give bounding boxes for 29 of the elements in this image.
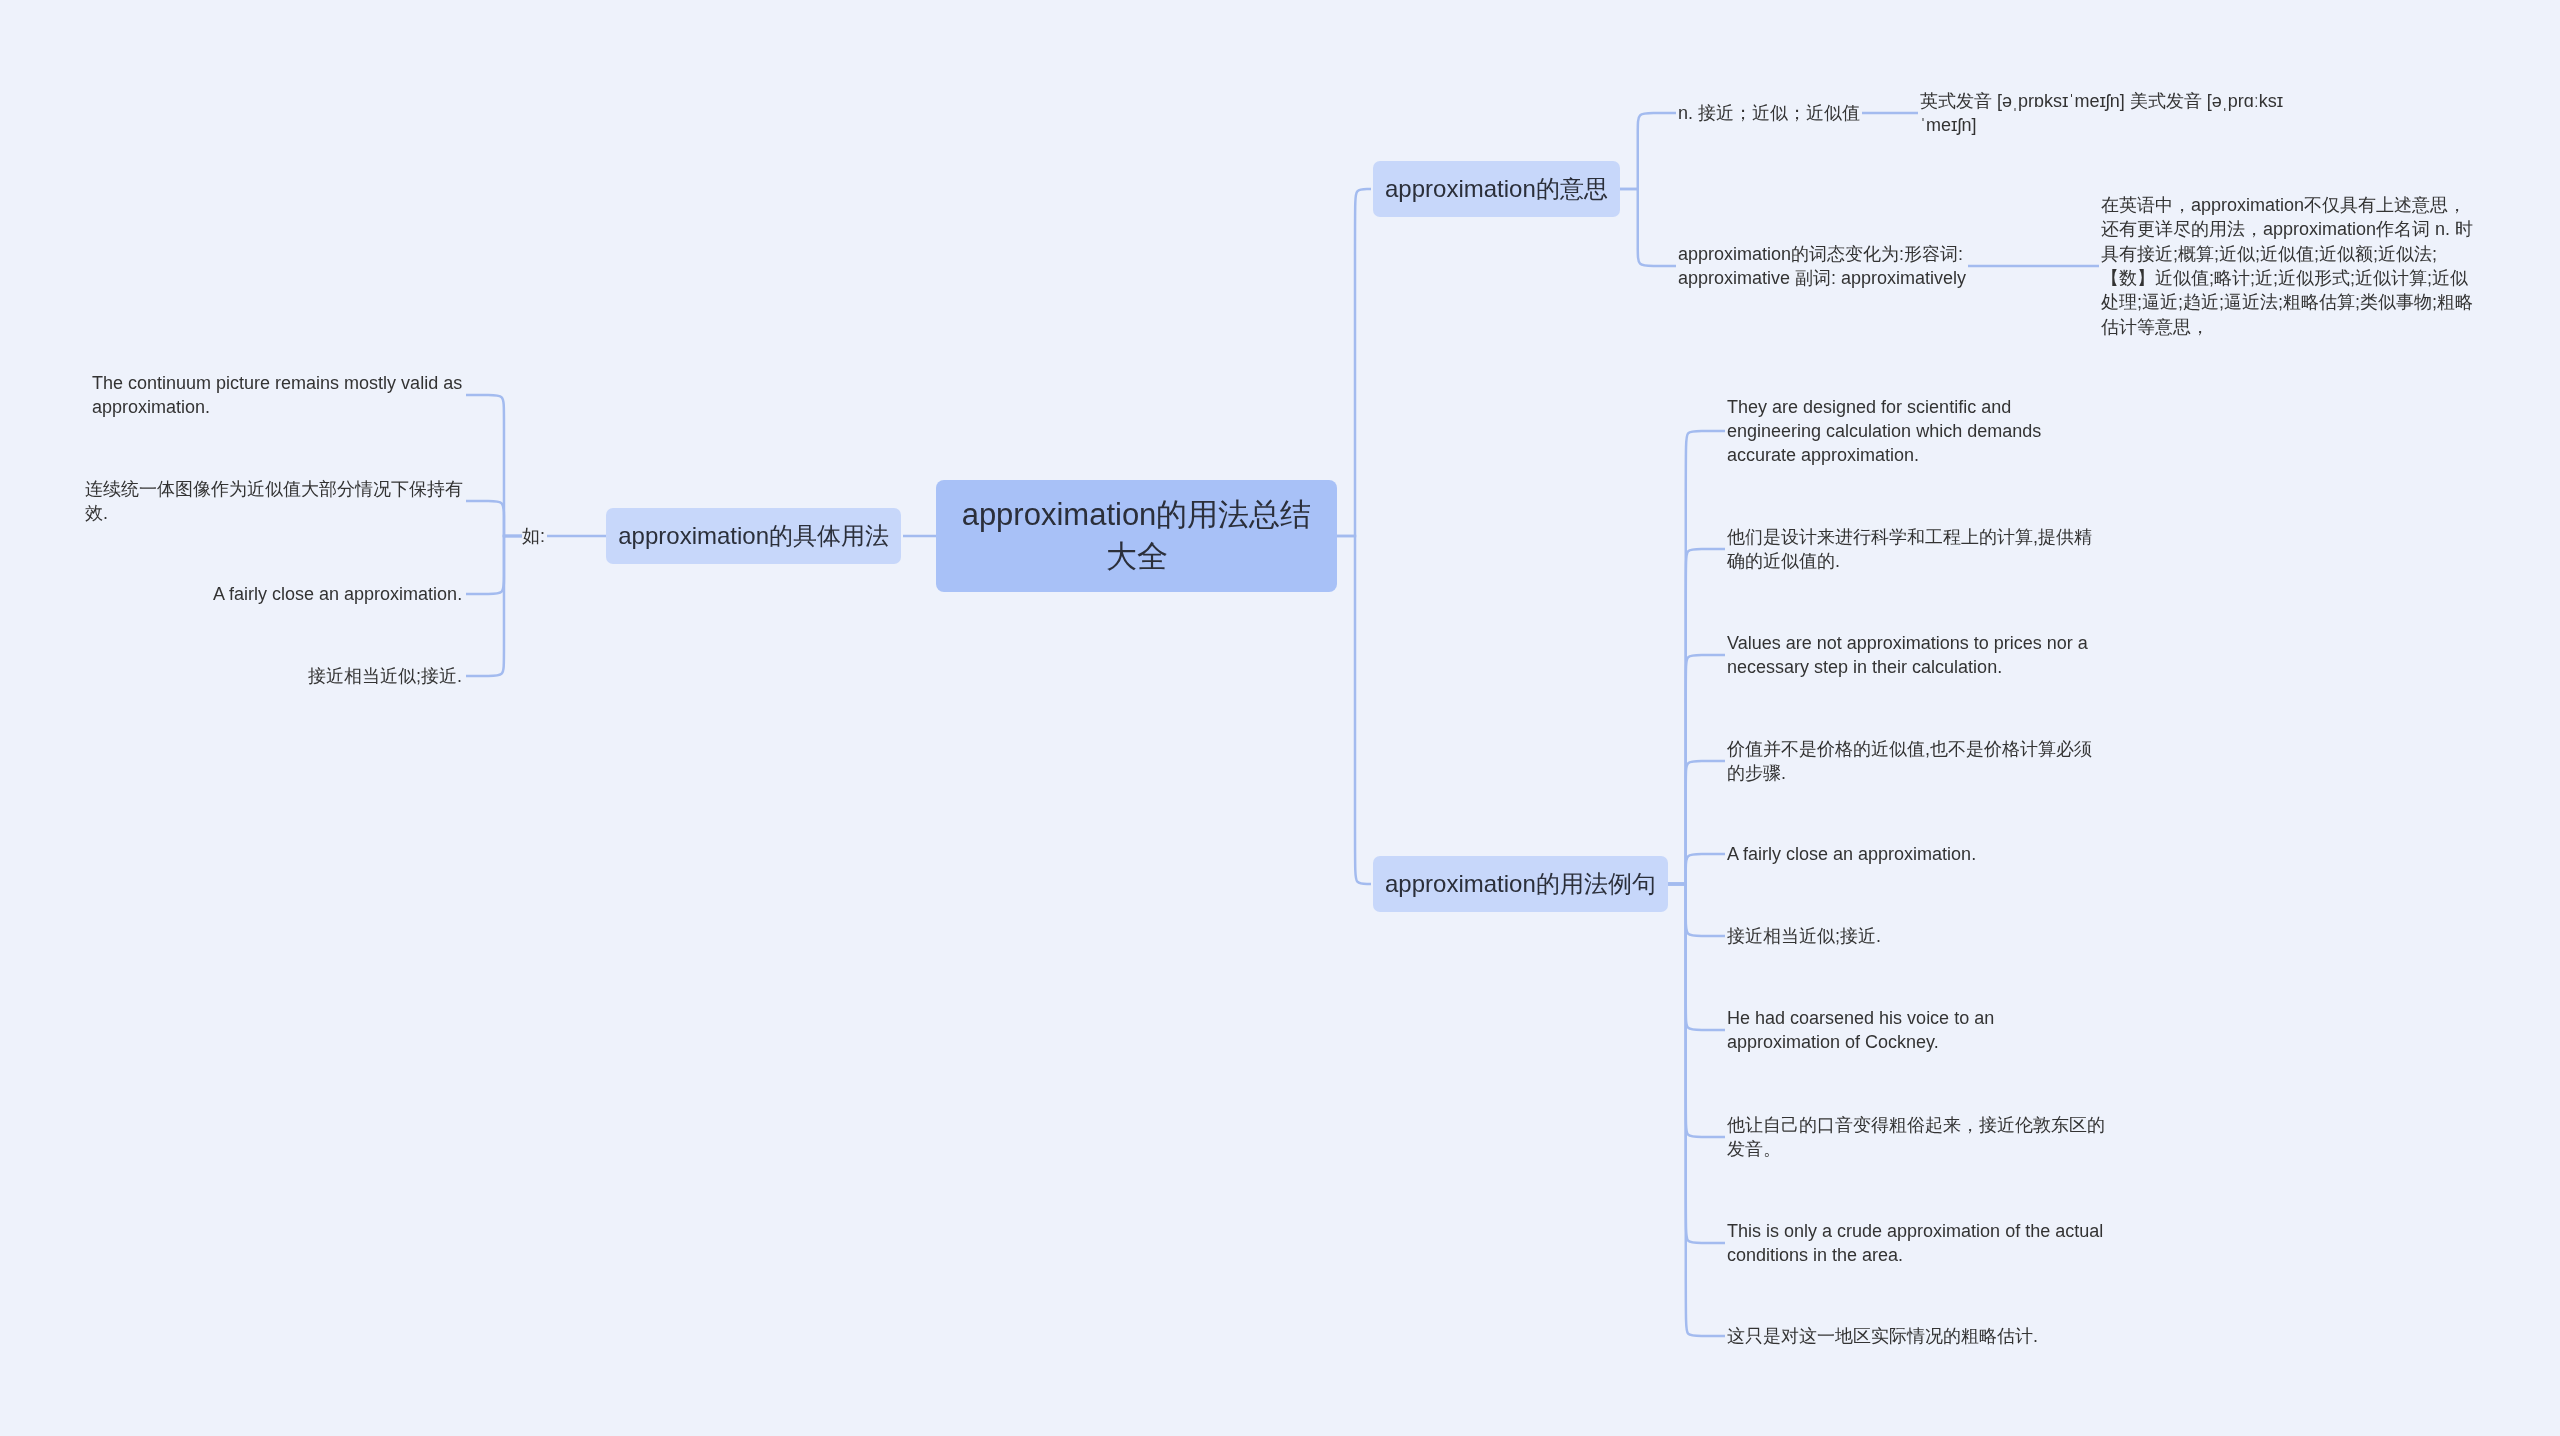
leaf-text: 在英语中，approximation不仅具有上述意思，还有更详尽的用法，approximation作名词 n. 时具有接近;概算;近似;近似值;近似额;近似法;【数】近似值;略计;近;近似形式;近似计算;近似处理;逼近;趋近;逼近法;粗略估算;类似事物;粗略估计等意思， — [2101, 191, 2475, 341]
connector-line — [1968, 264, 2099, 268]
leaf-text: approximation的词态变化为:形容词: approximative 副词: approximatively — [1678, 239, 1968, 293]
leaf-text: Values are not approximations to prices nor a necessary step in their calculation. — [1727, 628, 2089, 682]
leaf-text: 这只是对这一地区实际情况的粗略估计. — [1727, 1321, 2040, 1351]
connector-line — [903, 534, 936, 538]
branch-topic: approximation的具体用法 — [606, 507, 901, 565]
leaf-text: He had coarsened his voice to an approximation of Cockney. — [1727, 1003, 1996, 1057]
connector-line — [547, 534, 607, 538]
leaf-text: A fairly close an approximation. — [1727, 839, 1978, 869]
leaf-text: 英式发音 [əˌprɒksɪˈmeɪʃn] 美式发音 [əˌprɑːksɪˈmeɪʃn] — [1920, 86, 2285, 140]
leaf-text: A fairly close an approximation. — [213, 579, 464, 609]
connector-line — [1862, 111, 1918, 115]
leaf-text: 他们是设计来进行科学和工程上的计算,提供精确的近似值的. — [1727, 522, 2094, 576]
connector-text: 如: — [522, 523, 545, 549]
branch-topic: approximation的意思 — [1373, 160, 1620, 218]
leaf-text: They are designed for scientific and engineering calculation which demands accurate approximation. — [1727, 392, 2043, 470]
leaf-text: 接近相当近似;接近. — [1727, 921, 1883, 951]
leaf-text: 接近相当近似;接近. — [308, 661, 464, 691]
leaf-text: 连续统一体图像作为近似值大部分情况下保持有效. — [85, 474, 464, 528]
leaf-text: This is only a crude approximation of the actual conditions in the area. — [1727, 1216, 2105, 1270]
connector-line — [1619, 187, 1676, 268]
connector-line — [466, 534, 522, 678]
leaf-text: n. 接近；近似；近似值 — [1678, 98, 1862, 128]
leaf-text: The continuum picture remains mostly valid as approximation. — [92, 368, 464, 422]
central-topic: approximation的用法总结大全 — [936, 480, 1337, 592]
leaf-text: 价值并不是价格的近似值,也不是价格计算必须的步骤. — [1727, 734, 2094, 788]
branch-topic: approximation的用法例句 — [1373, 855, 1668, 913]
leaf-text: 他让自己的口音变得粗俗起来，接近伦敦东区的发音。 — [1727, 1110, 2106, 1164]
